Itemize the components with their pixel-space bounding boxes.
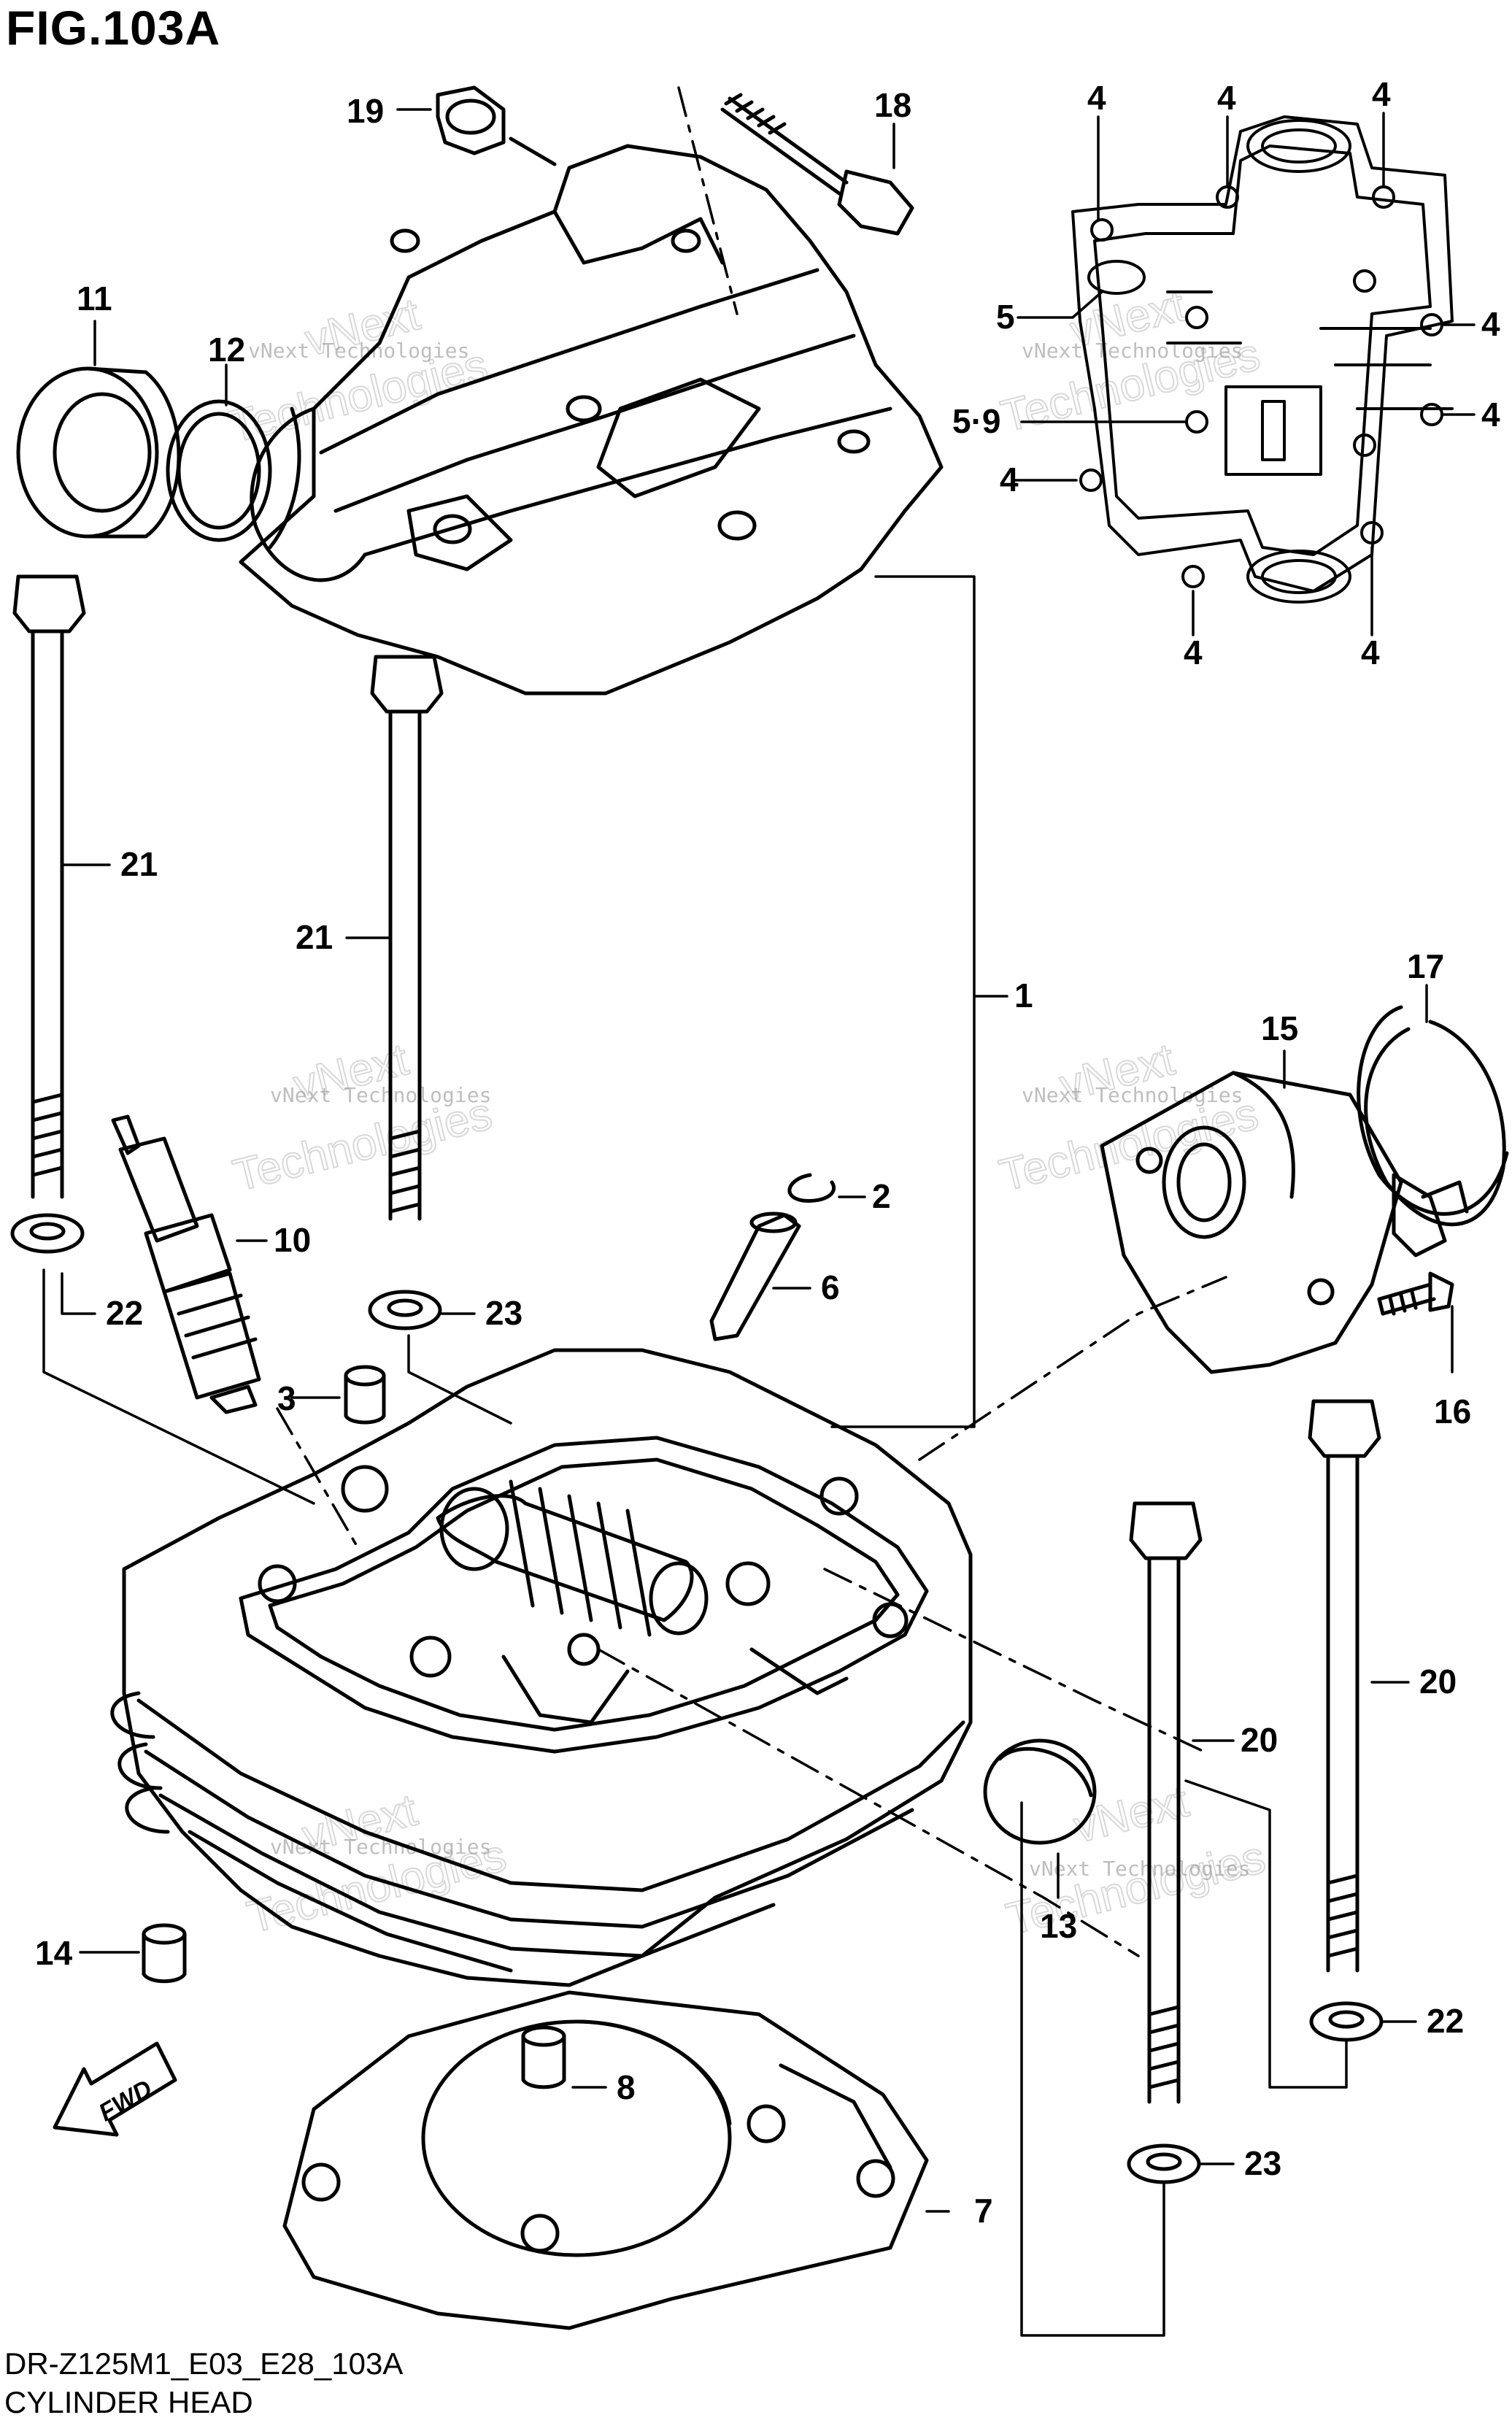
callout-4: 4	[1184, 633, 1203, 671]
head-cover-gasket-detail	[1071, 115, 1454, 604]
callout-3: 3	[277, 1379, 296, 1417]
callout-17: 17	[1407, 947, 1444, 985]
stud-bolt-21-center	[370, 655, 444, 1221]
callout-16: 16	[1434, 1392, 1471, 1430]
callout-14: 14	[35, 1934, 73, 1972]
callout-7: 7	[974, 2192, 993, 2230]
valve-guide-clip-2	[787, 1173, 836, 1203]
callout-15: 15	[1261, 1009, 1298, 1047]
o-ring-12	[166, 399, 272, 542]
callout-19: 19	[347, 92, 384, 130]
screw-16	[1377, 1271, 1454, 1316]
callout-4: 4	[1361, 633, 1380, 671]
washer-23-center	[368, 1290, 442, 1330]
watermark-text: vNext Technologies	[270, 1083, 491, 1107]
watermark-text: vNext Technologies	[248, 339, 469, 363]
callout-2: 2	[872, 1177, 891, 1215]
diagram-name: CYLINDER HEAD	[4, 2385, 253, 2419]
spark-plug-10	[111, 1114, 261, 1414]
dowel-pin-14	[142, 1923, 187, 1984]
cylinder-head	[110, 1348, 973, 1987]
callout-4: 4	[1481, 396, 1500, 434]
callout-23: 23	[485, 1294, 522, 1332]
callout-22: 22	[1427, 2002, 1464, 2040]
callout-8: 8	[617, 2068, 636, 2106]
stud-bolt-21-left	[12, 574, 86, 1199]
callout-1: 1	[1014, 976, 1033, 1014]
cylinder-head-cover	[239, 144, 944, 696]
callout-20: 20	[1419, 1663, 1457, 1700]
callout-23: 23	[1244, 2144, 1281, 2182]
cylinder-head-gasket-7	[282, 1990, 929, 2330]
dowel-pin-3	[344, 1365, 386, 1425]
callout-20: 20	[1241, 1721, 1278, 1759]
callout-22: 22	[106, 1294, 143, 1332]
callout-4: 4	[1372, 75, 1391, 113]
bolt-18	[720, 93, 914, 236]
cap-11	[16, 366, 181, 539]
callout-21: 21	[120, 845, 158, 883]
callout-4: 4	[1217, 79, 1236, 117]
callout-5-9: 5·9	[952, 402, 1000, 440]
callout-21: 21	[296, 918, 333, 956]
callout-4: 4	[1087, 79, 1106, 117]
callout-labels: 1 2 3 4 4 4 4 4 4 4 4 5 5·9 6 7 8 10 11 …	[35, 75, 1500, 2230]
callout-13: 13	[1040, 1907, 1077, 1945]
diagram-code: DR-Z125M1_E03_E28_103A	[4, 2346, 404, 2381]
leader-lines	[42, 86, 1476, 2337]
callout-11: 11	[77, 280, 112, 317]
callout-10: 10	[274, 1221, 311, 1259]
callout-5: 5	[996, 298, 1015, 336]
hose-clamp-17	[1357, 1005, 1509, 1257]
plug-cap-13	[983, 1738, 1097, 1845]
valve-guide-6	[709, 1212, 801, 1341]
watermark-group: Technologies vNext vNext Technologies Te…	[223, 280, 1270, 1946]
callout-4: 4	[1000, 461, 1019, 498]
dowel-pin-8	[521, 2025, 566, 2089]
callout-4: 4	[1481, 305, 1500, 343]
stud-bolt-20-right	[1308, 1399, 1381, 1973]
stud-bolt-20-center	[1129, 1501, 1203, 2104]
figure-title: FIG.103A	[6, 1, 221, 55]
watermark-text: vNext Technologies	[1029, 1857, 1250, 1881]
fwd-label: FWD	[94, 2075, 157, 2127]
callout-18: 18	[874, 86, 911, 124]
callout-6: 6	[821, 1268, 840, 1306]
intake-pipe-15	[1100, 1071, 1403, 1374]
nut-19	[436, 85, 557, 166]
callout-12: 12	[208, 331, 245, 369]
washer-22-right	[1309, 2001, 1384, 2042]
washer-23-right	[1127, 2143, 1201, 2184]
fwd-arrow	[53, 2041, 177, 2137]
washer-22-left	[10, 1213, 85, 1254]
